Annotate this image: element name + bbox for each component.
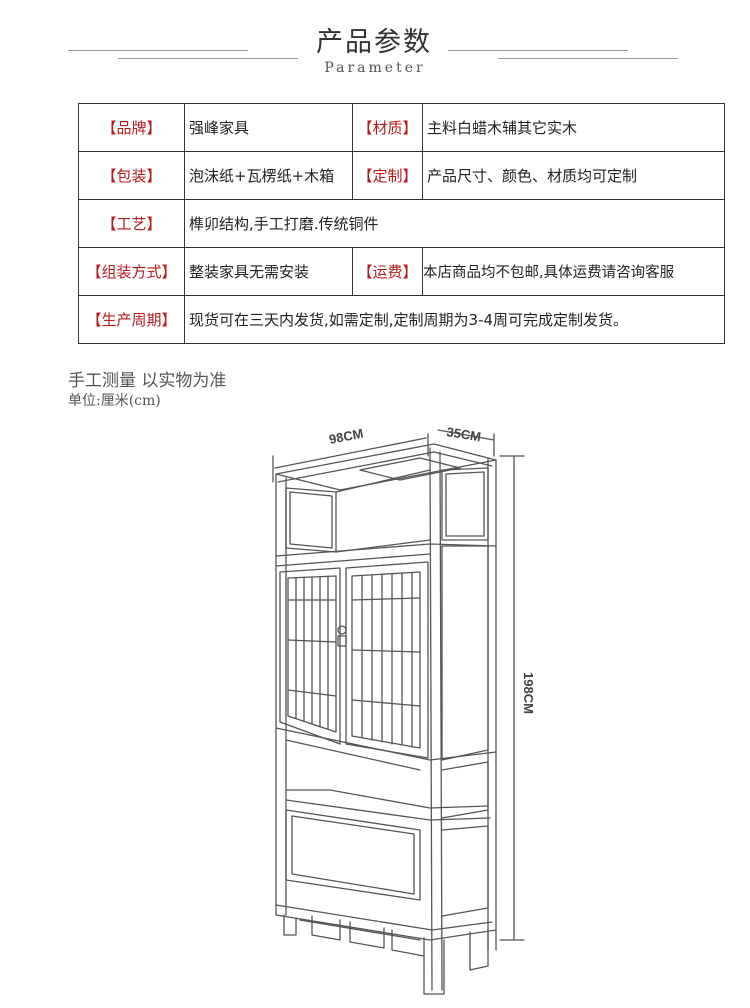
section-title: 产品参数 bbox=[316, 27, 432, 58]
table-row: 【工艺】 榫卯结构,手工打磨.传统铜件 bbox=[78, 199, 725, 248]
header-rule-left-top bbox=[68, 50, 248, 51]
width-dimension-label: 98CM bbox=[328, 426, 365, 447]
section-header: 产品参数 Parameter bbox=[0, 0, 750, 90]
table-row: 【生产周期】 现货可在三天内发货,如需定制,定制周期为3-4周可完成定制发货。 bbox=[78, 295, 725, 344]
param-value-custom: 产品尺寸、颜色、材质均可定制 bbox=[422, 151, 725, 200]
param-value-craft: 榫卯结构,手工打磨.传统铜件 bbox=[184, 199, 725, 248]
header-rule-left-bottom bbox=[118, 58, 298, 59]
parameter-table: 【品牌】 强峰家具 【材质】 主料白蜡木辅其它实木 【包装】 泡沫纸+瓦楞纸+木… bbox=[78, 103, 725, 344]
param-label-shipping: 【运费】 bbox=[352, 247, 423, 296]
param-value-material: 主料白蜡木辅其它实木 bbox=[422, 103, 725, 152]
height-dimension-line bbox=[499, 455, 525, 941]
section-subtitle: Parameter bbox=[324, 60, 426, 76]
table-row: 【品牌】 强峰家具 【材质】 主料白蜡木辅其它实木 bbox=[78, 103, 725, 152]
depth-dimension-label: 35CM bbox=[446, 424, 483, 444]
param-label-production-cycle: 【生产周期】 bbox=[78, 295, 185, 344]
param-label-material: 【材质】 bbox=[352, 103, 423, 152]
header-rule-right-top bbox=[448, 50, 628, 51]
height-dimension-label: 198CM bbox=[521, 672, 536, 714]
table-row: 【组装方式】 整装家具无需安装 【运费】 本店商品均不包邮,具体运费请咨询客服 bbox=[78, 247, 725, 296]
param-label-assembly: 【组装方式】 bbox=[78, 247, 185, 296]
measurement-note: 手工测量 以实物为准 bbox=[68, 371, 227, 391]
param-label-custom: 【定制】 bbox=[352, 151, 423, 200]
unit-note: 单位:厘米(cm) bbox=[68, 393, 161, 409]
param-value-assembly: 整装家具无需安装 bbox=[184, 247, 353, 296]
param-value-shipping: 本店商品均不包邮,具体运费请咨询客服 bbox=[422, 247, 725, 296]
param-label-brand: 【品牌】 bbox=[78, 103, 185, 152]
param-label-craft: 【工艺】 bbox=[78, 199, 185, 248]
param-value-production-cycle: 现货可在三天内发货,如需定制,定制周期为3-4周可完成定制发货。 bbox=[184, 295, 725, 344]
header-rule-right-bottom bbox=[498, 58, 678, 59]
depth-dimension-line bbox=[437, 429, 495, 457]
param-value-packaging: 泡沫纸+瓦楞纸+木箱 bbox=[184, 151, 353, 200]
table-row: 【包装】 泡沫纸+瓦楞纸+木箱 【定制】 产品尺寸、颜色、材质均可定制 bbox=[78, 151, 725, 200]
